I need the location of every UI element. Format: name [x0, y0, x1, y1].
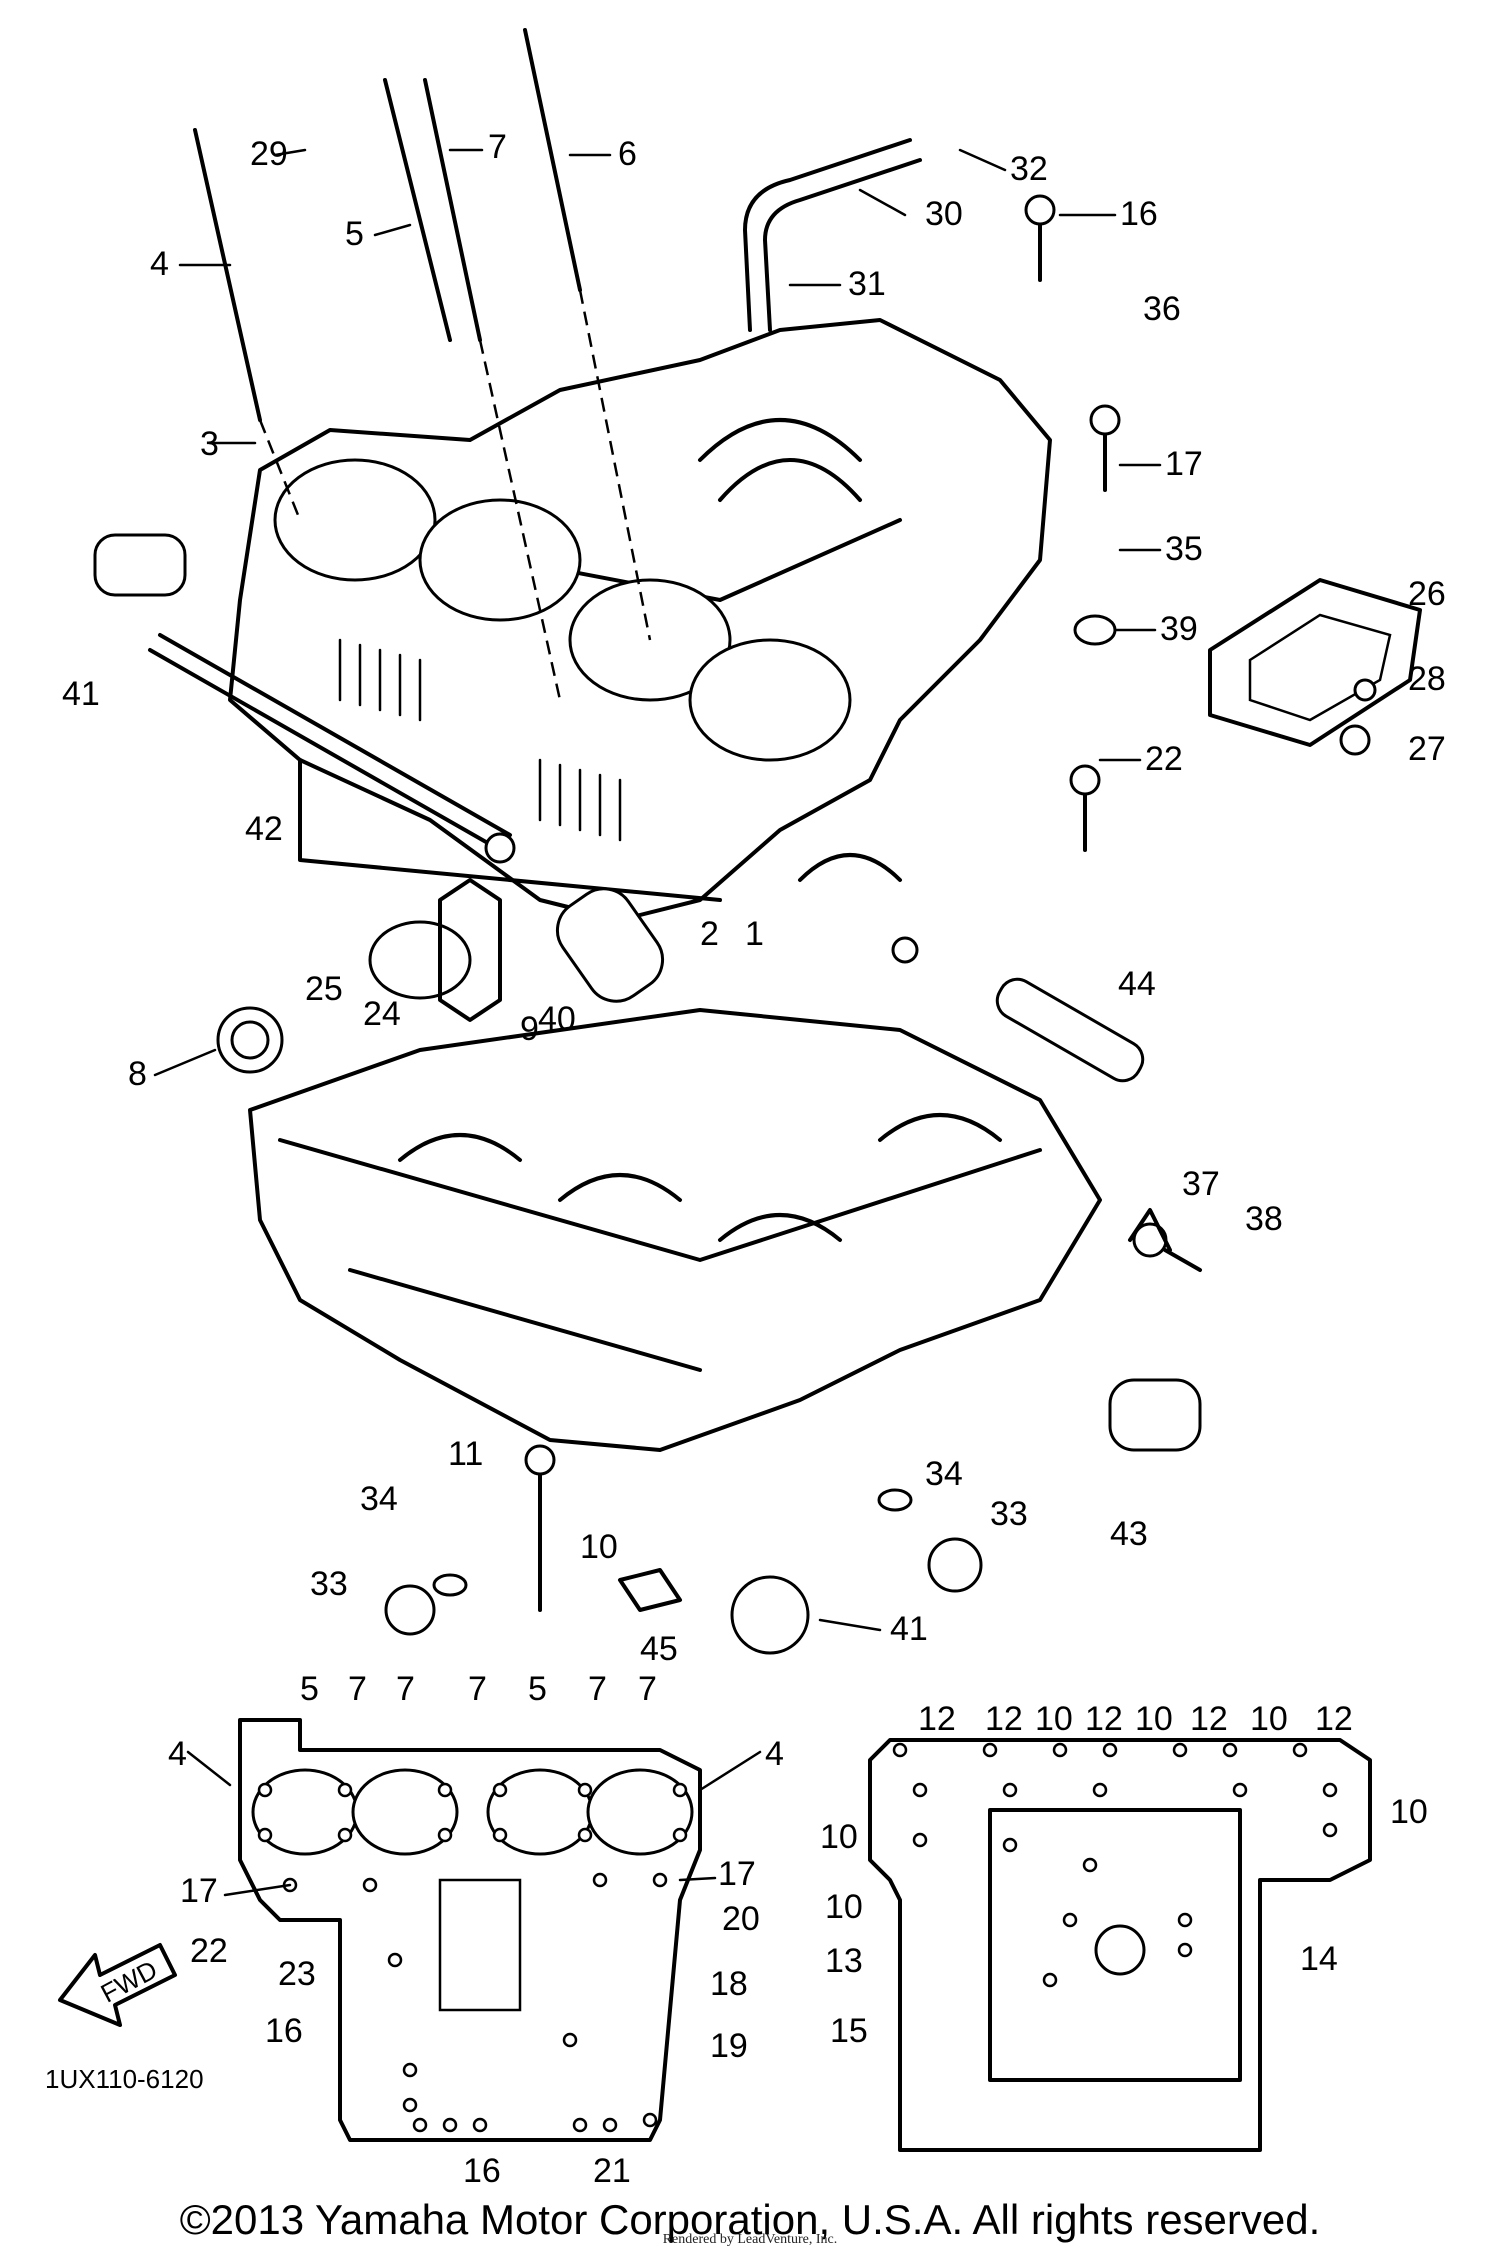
- callout-33b: 33: [990, 1495, 1028, 1533]
- ll-callout-18: 18: [710, 1965, 748, 2003]
- rendered-by-note: Rendered by LeadVenture, Inc.: [662, 2232, 838, 2247]
- lower-crankcase: [248, 1008, 1102, 1452]
- ll-callout-22: 22: [190, 1932, 228, 1970]
- leader-lines: [153, 148, 1162, 1897]
- callout-25: 25: [305, 970, 343, 1008]
- callout-16: 16: [1120, 195, 1158, 233]
- callout-9: 9: [520, 1010, 539, 1048]
- lr-callout-10d: 10: [820, 1818, 858, 1856]
- callout-36: 36: [1143, 290, 1181, 328]
- callout-44: 44: [1118, 965, 1156, 1003]
- callout-27: 27: [1408, 730, 1446, 768]
- upper-callouts: 1 2 3 4 5 6 7 8 9 10 11 16 17 22 24 25 2…: [62, 128, 1446, 1668]
- lr-callout-10a: 10: [1035, 1700, 1073, 1738]
- ll-callout-5b: 5: [528, 1670, 547, 1708]
- callout-32: 32: [1010, 150, 1048, 188]
- ll-callout-7b: 7: [396, 1670, 415, 1708]
- shaft-42: [148, 633, 516, 864]
- ll-callout-17: 17: [180, 1872, 218, 1910]
- callout-43: 43: [1110, 1515, 1148, 1553]
- callout-7: 7: [488, 128, 507, 166]
- ll-callout-16: 16: [265, 2012, 303, 2050]
- ll-callout-23: 23: [278, 1955, 316, 1993]
- callout-30: 30: [925, 195, 963, 233]
- upper-case-bolt-layout: 4 4 5 5 7 7 7 7 7 17 17 22 23 20 18 19 1…: [168, 1670, 784, 2190]
- callout-5: 5: [345, 215, 364, 253]
- callout-6: 6: [618, 135, 637, 173]
- lower-fittings: [216, 878, 1202, 1655]
- ll-callout-7c: 7: [468, 1670, 487, 1708]
- bolt-holes-left: [257, 1782, 688, 2133]
- lr-callout-15: 15: [830, 2012, 868, 2050]
- copyright-footer: ©2013 Yamaha Motor Corporation, U.S.A. A…: [179, 2196, 1321, 2243]
- callout-11: 11: [448, 1435, 483, 1473]
- callout-28: 28: [1408, 660, 1446, 698]
- fwd-arrow-icon: FWD: [58, 1943, 177, 2027]
- callout-10: 10: [580, 1528, 618, 1566]
- lr-callout-12b: 12: [985, 1700, 1023, 1738]
- callout-35: 35: [1165, 530, 1203, 568]
- callout-45: 45: [640, 1630, 678, 1668]
- ll-callout-7d: 7: [588, 1670, 607, 1708]
- ll-callout-21: 21: [593, 2152, 631, 2190]
- callout-17: 17: [1165, 445, 1203, 483]
- lr-callout-13: 13: [825, 1942, 863, 1980]
- lr-callout-10b: 10: [1135, 1700, 1173, 1738]
- bolts-upper-right: [1024, 194, 1377, 852]
- callout-22: 22: [1145, 740, 1183, 778]
- callout-1: 1: [745, 915, 764, 953]
- lr-callout-10f: 10: [825, 1888, 863, 1926]
- callout-2: 2: [700, 915, 719, 953]
- cover-plate-26: [1208, 578, 1422, 747]
- breather-hose-30: [743, 138, 922, 332]
- callout-24: 24: [363, 995, 401, 1033]
- callout-37: 37: [1182, 1165, 1220, 1203]
- callout-41: 41: [62, 675, 100, 713]
- ll-callout-4: 4: [168, 1735, 187, 1773]
- lr-callout-12c: 12: [1085, 1700, 1123, 1738]
- bolt-holes-right: [892, 1742, 1338, 1988]
- callout-34b: 34: [925, 1455, 963, 1493]
- lr-callout-10e: 10: [1390, 1793, 1428, 1831]
- ll-callout-4b: 4: [765, 1735, 784, 1773]
- callout-8: 8: [128, 1055, 147, 1093]
- drawing-code: 1UX110-6120: [45, 2064, 204, 2094]
- callout-40: 40: [538, 1000, 576, 1038]
- lr-callout-12e: 12: [1315, 1700, 1353, 1738]
- callout-31: 31: [848, 265, 886, 303]
- callout-34: 34: [360, 1480, 398, 1518]
- callout-33: 33: [310, 1565, 348, 1603]
- lr-callout-12d: 12: [1190, 1700, 1228, 1738]
- ll-callout-19: 19: [710, 2027, 748, 2065]
- fitting-41-left: [93, 533, 187, 597]
- callout-42: 42: [245, 810, 283, 848]
- cylinder-studs: [193, 28, 652, 701]
- callout-41b: 41: [890, 1610, 928, 1648]
- ll-callout-16b: 16: [463, 2152, 501, 2190]
- lr-callout-14: 14: [1300, 1940, 1338, 1978]
- ll-callout-7a: 7: [348, 1670, 367, 1708]
- ll-callout-20: 20: [722, 1900, 760, 1938]
- callout-38: 38: [1245, 1200, 1283, 1238]
- lower-case-bolt-layout: 12 12 10 12 10 12 10 12 10 10 10 13 14 1…: [820, 1700, 1428, 2152]
- callout-39: 39: [1160, 610, 1198, 648]
- ll-callout-17b: 17: [718, 1855, 756, 1893]
- ll-callout-5: 5: [300, 1670, 319, 1708]
- lr-callout-12a: 12: [918, 1700, 956, 1738]
- callout-4: 4: [150, 245, 169, 283]
- ll-callout-7e: 7: [638, 1670, 657, 1708]
- callout-26: 26: [1408, 575, 1446, 613]
- upper-crankcase: [228, 318, 1052, 922]
- lr-callout-10c: 10: [1250, 1700, 1288, 1738]
